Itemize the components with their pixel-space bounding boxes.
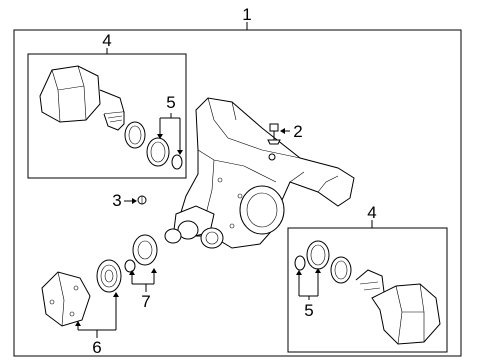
callout-5-right: 5 [296,268,321,320]
callout-2-label: 2 [293,122,302,141]
right-inset-box: 4 [287,203,448,353]
callout-4-right-label: 4 [367,203,376,222]
callout-5-left-label: 5 [166,93,175,112]
callout-1-label: 1 [242,5,251,24]
right-cv-shaft [294,240,441,345]
screw-part [137,195,147,205]
bolt-part [267,123,281,145]
flange-kit-parts [41,259,122,327]
outer-frame [13,29,462,357]
callout-3: 3 [112,191,137,210]
callout-7-label: 7 [141,292,150,311]
callout-7: 7 [129,268,157,311]
left-inset-box: 4 [27,31,187,179]
callout-6: 6 [75,292,119,357]
callout-2: 2 [280,122,303,141]
callout-6-label: 6 [92,338,101,357]
left-cv-shaft [39,65,183,170]
callout-5-left: 5 [157,93,183,155]
seal-kit-parts [124,234,158,273]
callout-1: 1 [242,5,252,30]
callout-3-label: 3 [112,191,121,210]
differential-housing [164,97,355,249]
callout-5-right-label: 5 [304,301,313,320]
callout-4-left-label: 4 [102,31,111,50]
